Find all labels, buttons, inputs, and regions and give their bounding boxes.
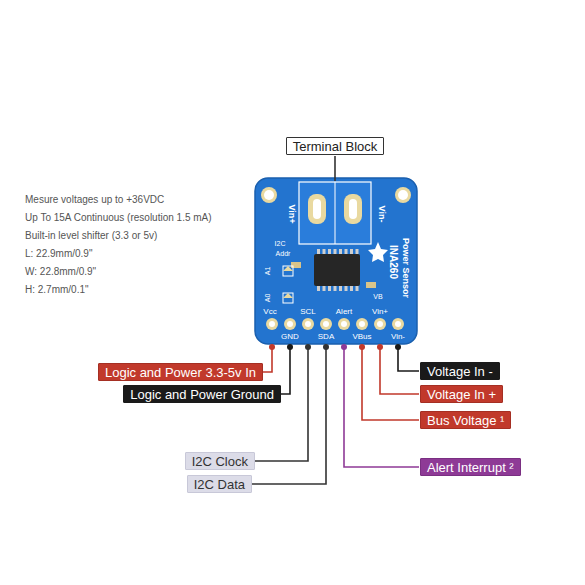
dimension: H: 2.7mm/0.1" (25, 285, 89, 295)
pin-name: Alert (336, 308, 352, 316)
pin-name: GND (281, 333, 299, 341)
pin-name: Vin+ (372, 308, 388, 316)
silkscreen-label: A1 (264, 267, 271, 276)
callout-text: Alert Interrupt ² (427, 460, 514, 475)
pin-callout: I2C Clock (185, 452, 255, 470)
silkscreen-label: I2C (275, 240, 286, 247)
callout-text: Bus Voltage ¹ (427, 413, 504, 428)
pin-name: Vin- (391, 333, 405, 341)
pin-callout: Voltage In + (420, 385, 503, 403)
pin-name: Vcc (263, 308, 276, 316)
silkscreen-label: Addr (276, 250, 291, 257)
silkscreen-label: Vin- (377, 206, 386, 223)
pin-name: SCL (300, 308, 316, 316)
pin-callout: Logic and Power 3.3-5v In (98, 363, 263, 381)
pin-callout: Voltage In - (420, 362, 500, 380)
silkscreen-label: Vin+ (287, 204, 296, 223)
terminal-block-callout: Terminal Block (286, 137, 385, 155)
spec-note: Mesure voltages up to +36VDC (25, 195, 164, 205)
spec-note: Built-in level shifter (3.3 or 5v) (25, 231, 157, 241)
callout-text: I2C Clock (192, 454, 248, 469)
callout-text: Voltage In + (427, 387, 496, 402)
pin-callout: Alert Interrupt ² (420, 458, 521, 476)
callout-text: Terminal Block (293, 139, 378, 154)
callout-text: I2C Data (194, 477, 245, 492)
pin-callout: Logic and Power Ground (123, 385, 281, 403)
spec-note: Up To 15A Continuous (resolution 1.5 mA) (25, 213, 212, 223)
callout-text: Voltage In - (427, 364, 493, 379)
pin-name: VBus (352, 333, 371, 341)
callout-text: Logic and Power Ground (130, 387, 274, 402)
part-name: INA260 (388, 245, 398, 279)
pin-callout: Bus Voltage ¹ (420, 411, 511, 429)
dimension: W: 22.8mm/0.9" (25, 267, 96, 277)
silkscreen-label: VB (373, 293, 382, 300)
part-name: Power Sensor (401, 238, 410, 298)
callout-text: Logic and Power 3.3-5v In (105, 365, 256, 380)
pin-name: SDA (318, 333, 334, 341)
pin-callout: I2C Data (187, 475, 252, 493)
silkscreen-label: A0 (264, 294, 271, 303)
dimension: L: 22.9mm/0.9" (25, 249, 92, 259)
